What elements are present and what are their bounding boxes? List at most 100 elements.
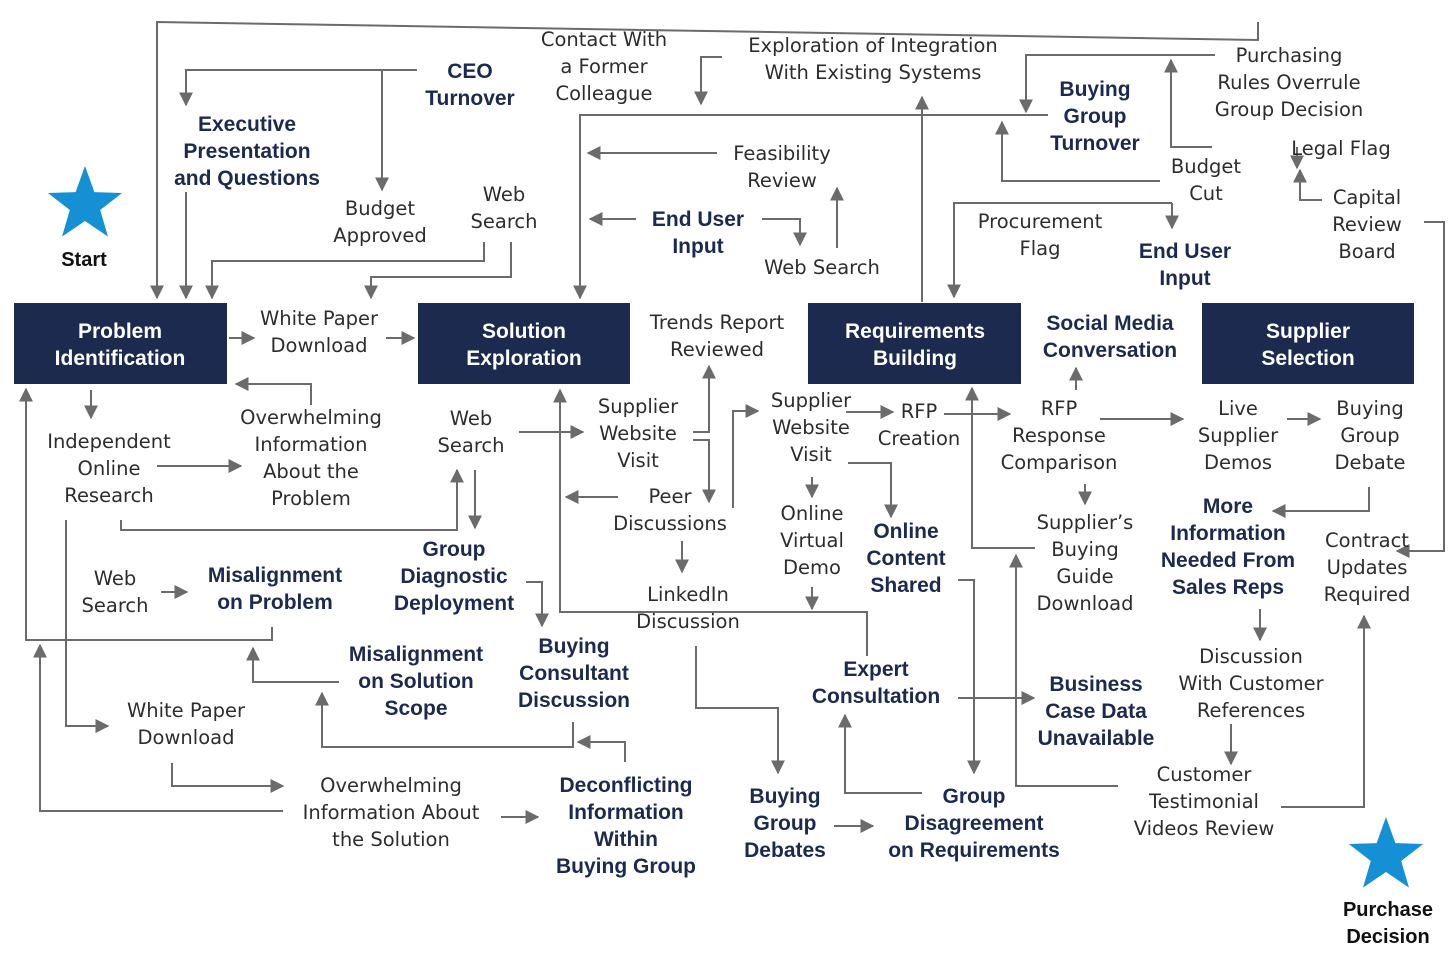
label-line: Research [64, 484, 153, 507]
label-line: Review [1332, 213, 1402, 236]
label-line: Within [594, 828, 658, 851]
label-line: Download [271, 334, 368, 357]
label-line: More [1203, 495, 1253, 518]
flow-arrow [33, 643, 283, 812]
node-legal-flag: Legal Flag [1291, 137, 1390, 160]
label-line: Input [672, 235, 723, 258]
label-line: Buying [1336, 397, 1403, 420]
label-line: Search [438, 434, 505, 457]
label-line: Input [1159, 267, 1210, 290]
label-line: Problem [78, 320, 162, 343]
label-line: References [1197, 699, 1305, 722]
label-line: Peer [648, 485, 692, 508]
label-line: With Customer [1178, 672, 1324, 695]
label-line: Website [772, 416, 850, 439]
flow-arrow [553, 388, 868, 656]
flow-arrow [693, 364, 716, 433]
label-line: Purchasing [1236, 44, 1343, 67]
label-line: Search [471, 210, 538, 233]
label-line: Social Media [1046, 312, 1174, 335]
flow-arrow [526, 581, 549, 628]
label-line: Conversation [1043, 339, 1177, 362]
flow-arrow [838, 713, 922, 794]
label-line: Deployment [394, 592, 514, 615]
label-line: Group [423, 538, 486, 561]
label-line: Misalignment [349, 643, 483, 666]
label-line: Procurement [978, 210, 1103, 233]
flow-arrow [171, 763, 285, 793]
label-line: Required [1324, 583, 1411, 606]
label-line: Group Decision [1215, 98, 1364, 121]
label-line: Supplier [1198, 424, 1279, 447]
label-line: With Existing Systems [765, 61, 982, 84]
label-line: Contract [1325, 529, 1409, 552]
label-line: White Paper [127, 699, 246, 722]
flow-arrow [694, 56, 722, 106]
label-line: Board [1338, 240, 1395, 263]
label-line: Legal Flag [1291, 137, 1390, 160]
label-line: Contact With [541, 28, 667, 51]
label-line: Supplier [1266, 320, 1350, 343]
label-line: Discussion [1199, 645, 1303, 668]
label-line: Download [138, 726, 235, 749]
label-line: Capital [1333, 186, 1401, 209]
label-line: Demos [1204, 451, 1272, 474]
start-label: Start [61, 249, 107, 271]
label-line: Overwhelming [320, 774, 462, 797]
flow-arrow [1164, 58, 1212, 148]
label-line: Exploration of Integration [748, 34, 998, 57]
label-line: a Former [560, 55, 648, 78]
flow-arrow [732, 404, 760, 508]
label-line: RFP [1041, 397, 1078, 420]
label-line: Download [1037, 592, 1134, 615]
label-line: Colleague [555, 82, 652, 105]
label-line: Turnover [425, 87, 514, 110]
label-line: Debates [744, 839, 826, 862]
label-line: Buying [1059, 78, 1130, 101]
flow-arrow [179, 69, 417, 107]
label-line: Rules Overrule [1217, 71, 1360, 94]
label-line: Feasibility [733, 142, 831, 165]
label-line: Testimonial [1148, 790, 1259, 813]
flow-arrow [958, 579, 981, 775]
label-line: Discussion [518, 689, 630, 712]
label-line: Group [1064, 105, 1127, 128]
label-line: Business [1049, 673, 1142, 696]
label-line: Buying [538, 635, 609, 658]
label-line: Group [754, 812, 817, 835]
label-line: Building [873, 347, 957, 370]
label-line: Needed From [1161, 549, 1295, 572]
label-line: Search [82, 594, 149, 617]
label-line: Discussion [636, 610, 740, 633]
label-line: Requirements [845, 320, 985, 343]
label-line: Customer [1157, 763, 1253, 786]
flow-arrow [65, 520, 110, 733]
label-line: Virtual [780, 529, 844, 552]
flow-arrow [762, 218, 807, 247]
flow-arrow [965, 386, 1035, 549]
label-line: Creation [878, 427, 961, 450]
label-line: Selection [1261, 347, 1354, 370]
label-line: Web [94, 567, 137, 590]
